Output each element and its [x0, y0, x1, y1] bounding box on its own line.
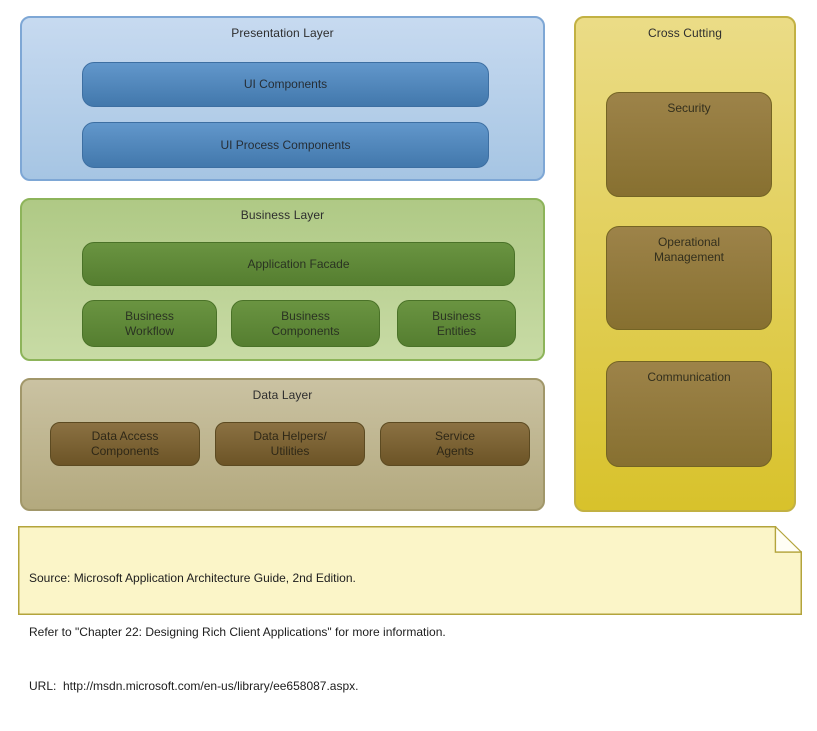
note-shape	[18, 526, 802, 615]
cross-cutting-container: Cross Cutting Security Operational Manag…	[574, 16, 796, 512]
box-label-line2: Workflow	[124, 323, 175, 338]
ui-components-box: UI Components	[82, 62, 489, 107]
business-components-box: Business Components	[231, 300, 380, 347]
communication-box: Communication	[606, 361, 772, 467]
box-label-line1: Service	[434, 429, 475, 443]
box-label-line2: Management	[653, 250, 725, 264]
box-label-line1: Data Helpers/	[253, 429, 327, 443]
box-label-line2: Components	[90, 444, 160, 458]
folded-corner-icon	[774, 526, 802, 553]
box-label-line2: Components	[271, 323, 340, 338]
operational-management-box: Operational Management	[606, 226, 772, 330]
box-label-line1: Business	[125, 308, 174, 323]
note-line-url: URL: http://msdn.microsoft.com/en-us/lib…	[29, 679, 359, 693]
application-facade-box: Application Facade	[82, 242, 515, 286]
data-helpers-utilities-box: Data Helpers/ Utilities	[215, 422, 365, 466]
business-layer-container: Business Layer Application Facade Busine…	[20, 198, 545, 361]
box-label-line1: Business	[432, 308, 481, 323]
data-access-components-box: Data Access Components	[50, 422, 200, 466]
box-label: Security	[667, 101, 711, 115]
box-label: Application Facade	[247, 256, 350, 271]
note-line-refer: Refer to "Chapter 22: Designing Rich Cli…	[29, 625, 446, 639]
security-box: Security	[606, 92, 772, 197]
architecture-diagram: Presentation Layer UI Components UI Proc…	[18, 16, 802, 693]
box-label: UI Process Components	[220, 137, 351, 152]
box-label-line1: Operational	[657, 235, 721, 249]
business-workflow-box: Business Workflow	[82, 300, 217, 347]
ui-process-components-box: UI Process Components	[82, 122, 489, 168]
data-layer-title: Data Layer	[252, 388, 313, 402]
note-line-source: Source: Microsoft Application Architectu…	[29, 571, 356, 585]
box-label-line1: Business	[281, 308, 330, 323]
cross-cutting-title: Cross Cutting	[648, 26, 722, 40]
box-label: UI Components	[243, 77, 328, 91]
box-label-line2: Entities	[436, 323, 477, 338]
box-label-line2: Utilities	[270, 444, 310, 458]
service-agents-box: Service Agents	[380, 422, 530, 466]
box-label-line1: Data Access	[91, 429, 159, 443]
box-label: Communication	[647, 370, 731, 384]
presentation-layer-title: Presentation Layer	[231, 26, 334, 40]
box-label-line2: Agents	[436, 444, 474, 458]
business-entities-box: Business Entities	[397, 300, 516, 347]
source-note: Source: Microsoft Application Architectu…	[18, 526, 802, 693]
presentation-layer-container: Presentation Layer UI Components UI Proc…	[20, 16, 545, 181]
data-layer-container: Data Layer Data Access Components Data H…	[20, 378, 545, 511]
business-layer-title: Business Layer	[240, 208, 325, 222]
